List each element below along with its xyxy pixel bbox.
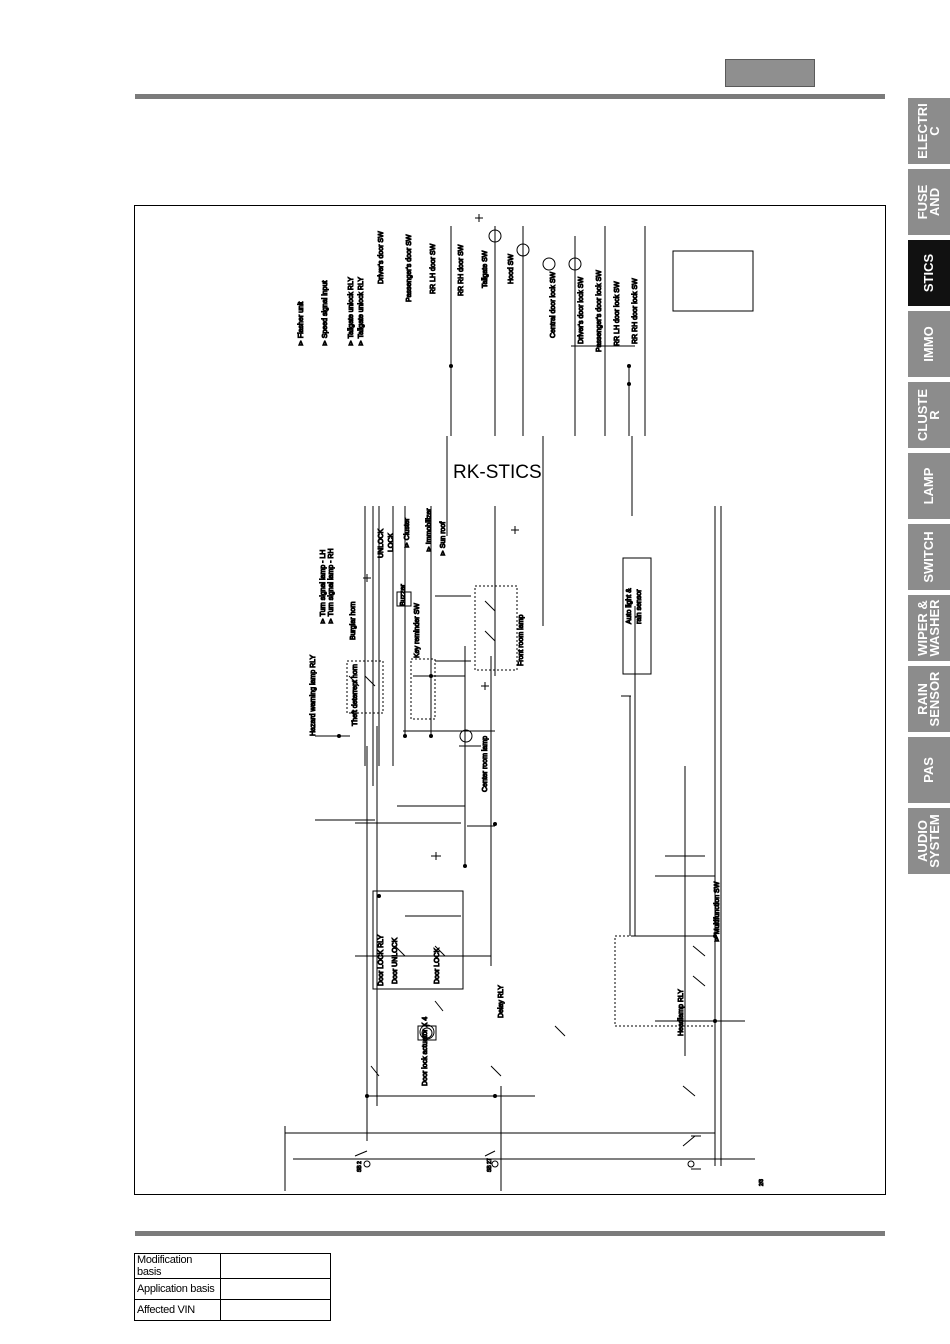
label-theft-deterrent-horn: Theft deterrent horn <box>352 664 359 726</box>
label-ef-number: 2/3 <box>759 1179 765 1186</box>
label-passengers-door-sw: Passenger's door SW <box>406 234 413 302</box>
tab-wiper-washer[interactable]: WIPER & WASHER <box>908 595 950 661</box>
label-cluster: ⊳ Cluster <box>404 517 411 548</box>
wiring-diagram-svg: ⊳ Flasher unit ⊳ Speed signal input ⊳ Ta… <box>284 214 766 1191</box>
label-hazard-warning-lamp-rly: Hazard warning lamp RLY <box>310 654 317 736</box>
row-value <box>220 1278 331 1300</box>
tab-label: PAS <box>921 757 936 783</box>
tab-label: WIPER & WASHER <box>915 599 942 657</box>
label-drivers-door-lock-sw: Driver's door lock SW <box>578 277 585 344</box>
row-value <box>220 1253 331 1279</box>
vertical-wires <box>284 226 722 1191</box>
tab-label: ELECTRI C <box>915 103 942 159</box>
bottom-rule <box>135 1231 885 1236</box>
junction-dots <box>337 364 717 1098</box>
label-turn-signal-lh: ⊳ Turn signal lamp - LH <box>320 550 327 624</box>
row-key: Application basis <box>134 1278 221 1300</box>
label-drivers-door-sw: Driver's door SW <box>378 231 385 284</box>
label-passengers-door-lock-sw: Passenger's door lock SW <box>596 270 603 352</box>
row-value <box>220 1299 331 1321</box>
connector-circles <box>363 229 695 1168</box>
label-hood-sw: Hood SW <box>508 254 515 284</box>
label-delay-rly: Delay RLY <box>498 985 505 1018</box>
label-rr-lh-door-sw: RR LH door SW <box>430 243 437 294</box>
row-key: Affected VIN <box>134 1299 221 1321</box>
label-center-room-lamp: Center room lamp <box>482 736 489 792</box>
label-turn-signal-rh: ⊳ Turn signal lamp - RH <box>328 549 335 625</box>
table-row: Modification basis <box>134 1253 331 1279</box>
switch-contacts <box>348 600 706 1157</box>
tab-pas[interactable]: PAS <box>908 737 950 803</box>
header-tab <box>725 59 815 87</box>
label-immobilizer: ⊳ Immobilizer <box>426 508 433 552</box>
tab-label: FUSE AND <box>915 184 942 220</box>
label-lock: LOCK <box>388 533 395 552</box>
label-burglar-horn: Burglar horn <box>350 601 357 640</box>
label-buzzer: Buzzer <box>400 584 407 606</box>
label-rr-rh-door-sw: RR RH door SW <box>458 244 465 296</box>
label-central-door-lock-sw: Central door lock SW <box>550 271 557 338</box>
label-tailgate-sw: Tailgate SW <box>482 250 489 288</box>
label-rain-sensor: rain sensor <box>636 589 643 624</box>
component-boxes <box>346 250 754 1027</box>
label-sb-2: SB 2 <box>357 1161 363 1172</box>
row-key: Modification basis <box>134 1253 221 1279</box>
tab-label: IMMO <box>921 326 936 362</box>
label-rr-rh-door-lock-sw: RR RH door lock SW <box>632 278 639 344</box>
table-row: Application basis <box>134 1278 331 1300</box>
label-rr-lh-door-lock-sw: RR LH door lock SW <box>614 281 621 346</box>
tab-label: SWITCH <box>921 531 936 583</box>
label-tailgate-unlock-rly-1: ⊳ Tailgate unlock RLY <box>348 277 355 346</box>
tab-cluster[interactable]: CLUSTE R <box>908 382 950 448</box>
rotated-labels: ⊳ Flasher unit ⊳ Speed signal input ⊳ Ta… <box>298 230 766 1186</box>
diagram-title: RK-STICS <box>453 462 542 483</box>
label-door-lock-rly: Door LOCK RLY <box>378 934 385 986</box>
tab-audio-system[interactable]: AUDIO SYSTEM <box>908 808 950 874</box>
table-row: Affected VIN <box>134 1299 331 1321</box>
tab-label: RAIN SENSOR <box>915 671 942 727</box>
label-front-room-lamp: Front room lamp <box>518 615 525 666</box>
label-headlamp-rly: Headlamp RLY <box>678 989 685 1036</box>
tab-label: STICS <box>921 253 936 293</box>
ground-symbols <box>363 214 701 1170</box>
tab-immo[interactable]: IMMO <box>908 311 950 377</box>
label-speed-signal: ⊳ Speed signal input <box>322 281 329 346</box>
tab-electric[interactable]: ELECTRI C <box>908 98 950 164</box>
tab-lamp[interactable]: LAMP <box>908 453 950 519</box>
door-lock-actuator-symbol <box>417 1025 437 1041</box>
tab-rain-sensor[interactable]: RAIN SENSOR <box>908 666 950 732</box>
label-multifunction-sw: ⊳ Multifunction SW <box>714 881 721 942</box>
tab-label: LAMP <box>921 467 936 505</box>
label-door-unlock: Door UNLOCK <box>392 937 399 984</box>
side-tab-nav: ELECTRI C FUSE AND STICS IMMO CLUSTE R L… <box>908 98 950 879</box>
label-tailgate-unlock-rly-2: ⊳ Tailgate unlock RLY <box>358 277 365 346</box>
label-sb-27: SB 27 <box>487 1158 493 1172</box>
label-flasher-unit: ⊳ Flasher unit <box>298 302 305 346</box>
label-door-lock-actuator: Door lock actuator X 4 <box>422 1017 429 1086</box>
tab-switch[interactable]: SWITCH <box>908 524 950 590</box>
label-door-lock: Door LOCK <box>434 947 441 984</box>
tab-fuse-and[interactable]: FUSE AND <box>908 169 950 235</box>
tab-label: CLUSTE R <box>915 389 942 441</box>
label-sun-roof: ⊳ Sun roof <box>440 522 447 556</box>
label-auto-light: Auto light & <box>626 588 633 624</box>
bus-lines <box>285 234 755 1160</box>
wiring-diagram: ⊳ Flasher unit ⊳ Speed signal input ⊳ Ta… <box>134 205 886 1195</box>
modification-table: Modification basis Application basis Aff… <box>134 1253 331 1321</box>
tab-stics[interactable]: STICS <box>908 240 950 306</box>
label-unlock: UNLOCK <box>378 528 385 558</box>
top-rule <box>135 94 885 99</box>
tab-label: AUDIO SYSTEM <box>915 814 942 868</box>
label-key-reminder-sw: Key reminder SW <box>414 603 421 658</box>
